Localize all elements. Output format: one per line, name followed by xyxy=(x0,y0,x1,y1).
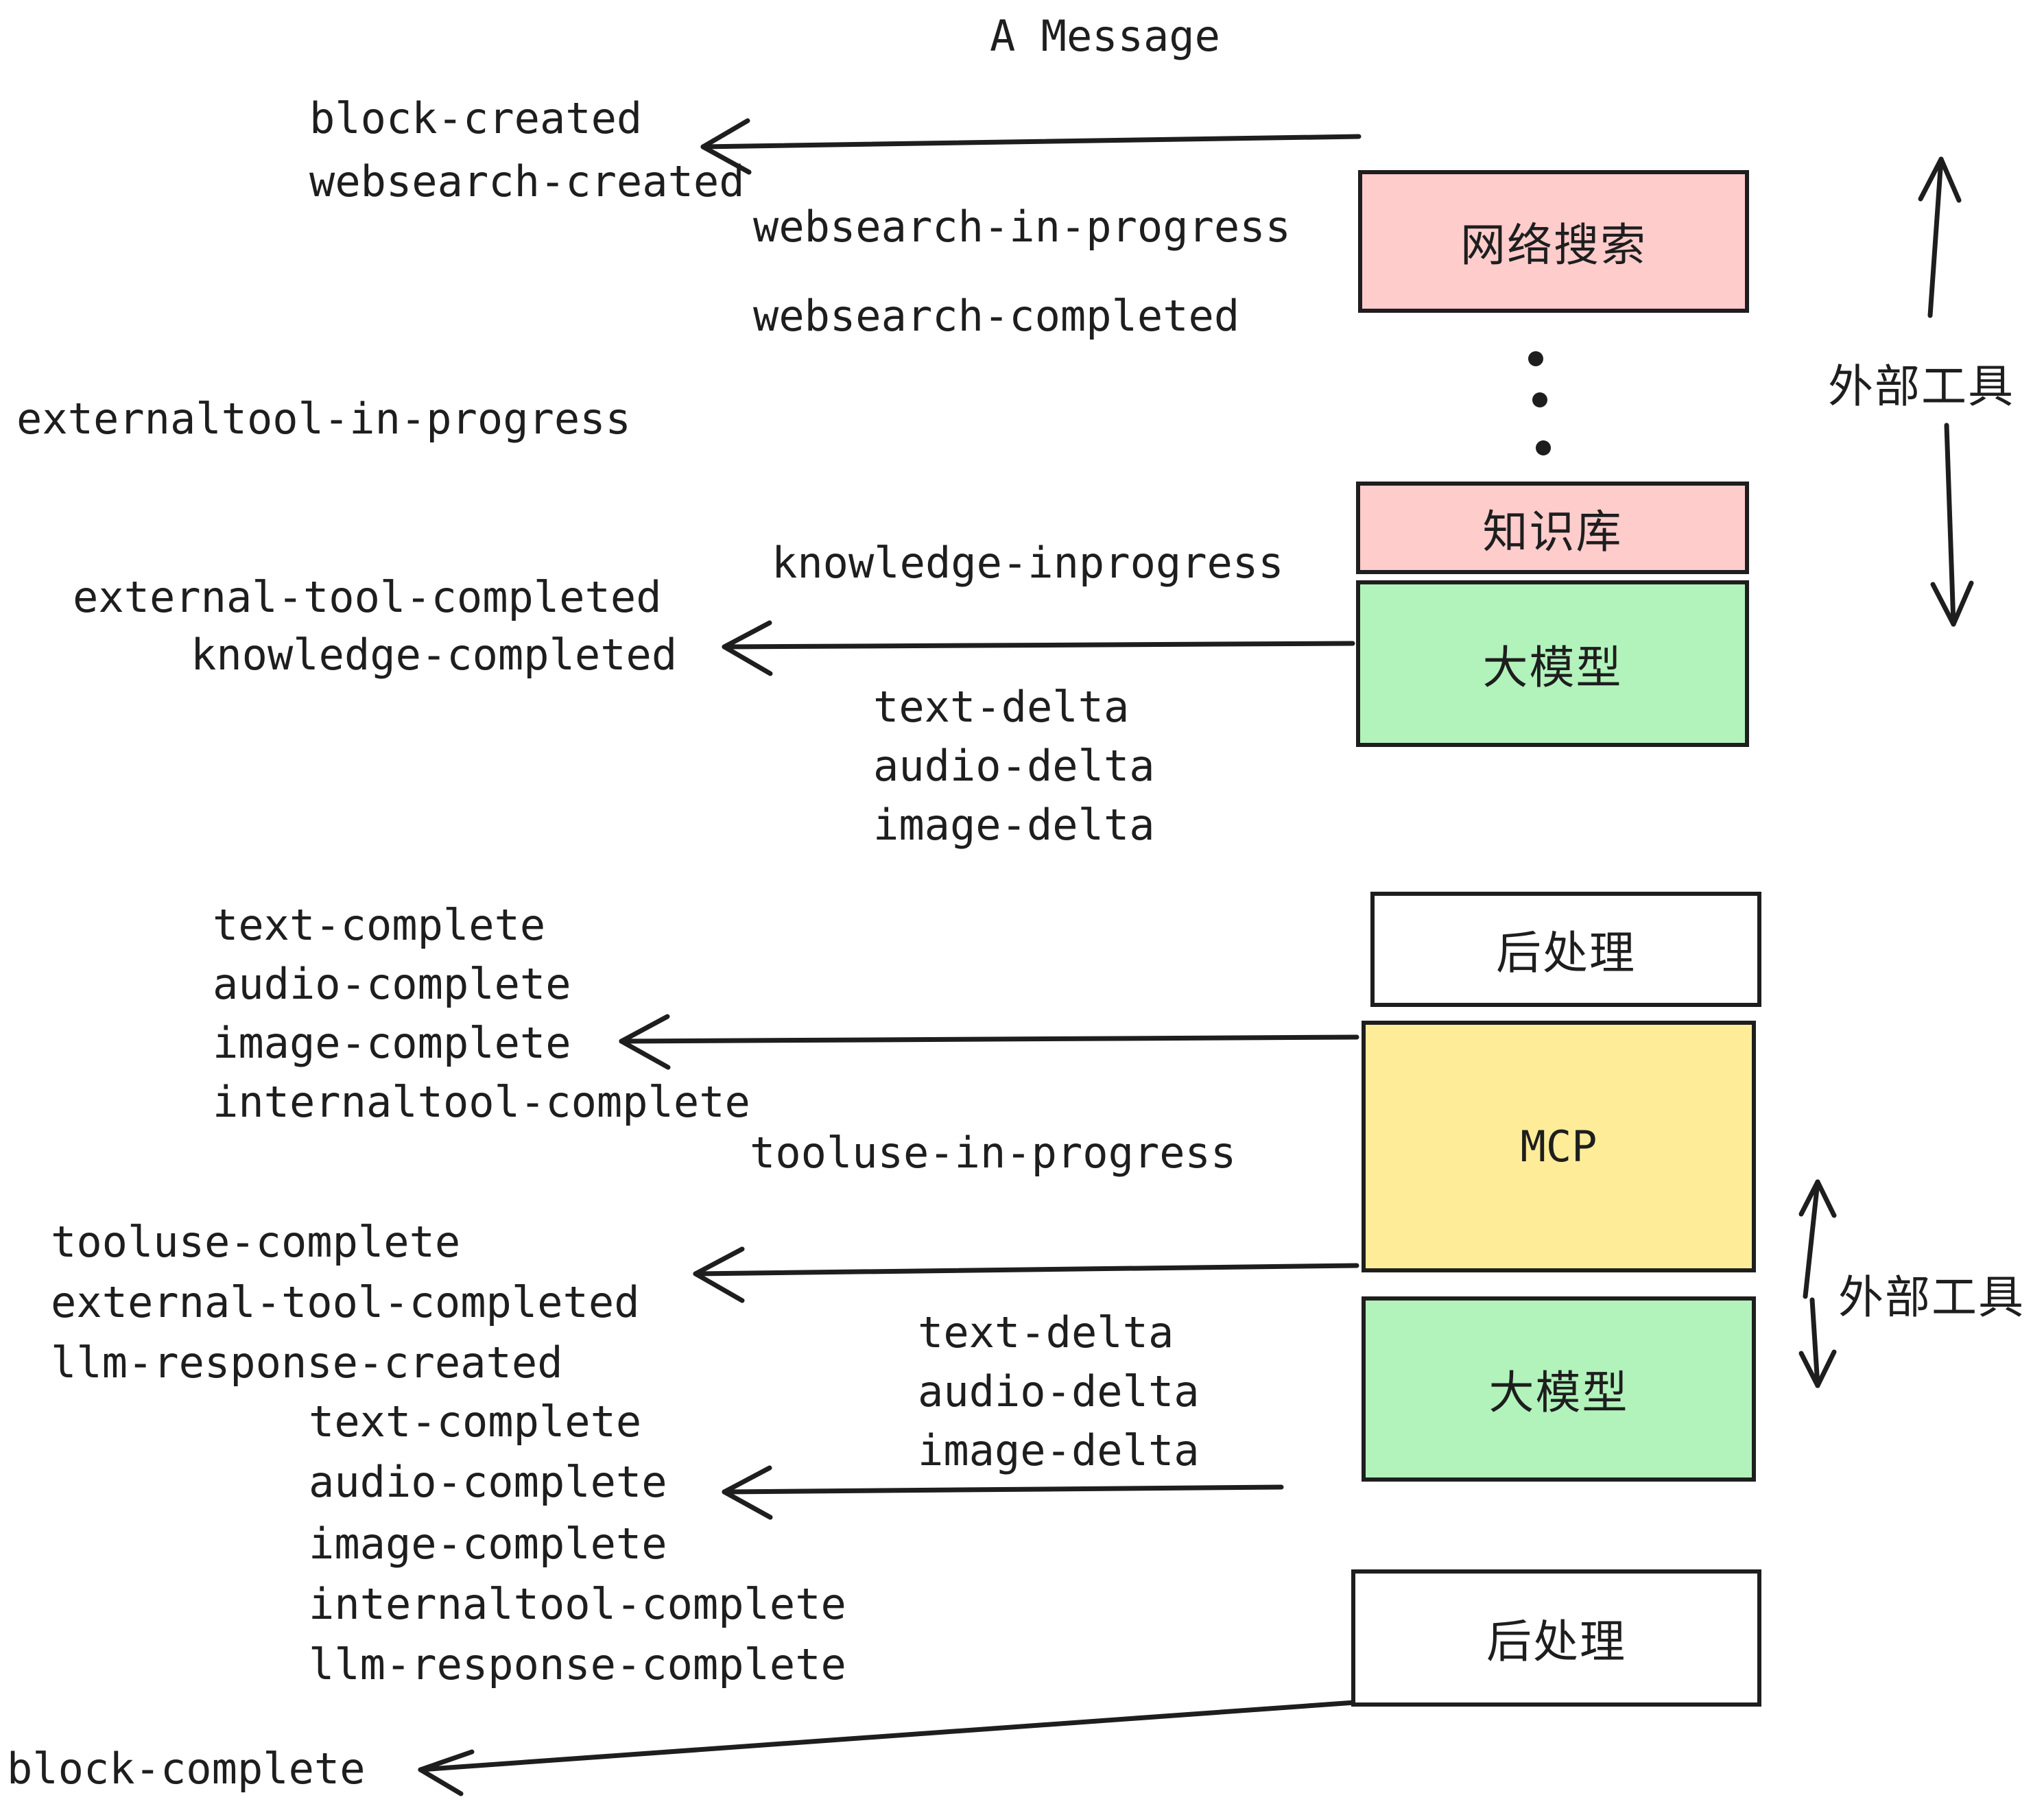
external-tools-top-arrow-down xyxy=(1930,423,1974,627)
event-knowledge-inprogress: knowledge-inprogress xyxy=(772,538,1284,588)
event-image-complete-2: image-complete xyxy=(309,1519,667,1569)
external-tools-top-arrow-up xyxy=(1918,156,1962,318)
event-text-complete-2: text-complete xyxy=(309,1397,642,1447)
external-tools-bottom-arrow-down xyxy=(1798,1297,1837,1388)
event-external-tool-completed-2: external-tool-completed xyxy=(51,1277,640,1327)
event-llm-response-complete: llm-response-complete xyxy=(309,1639,846,1689)
ellipsis-dot xyxy=(1528,351,1543,366)
event-text-complete-1: text-complete xyxy=(213,900,546,950)
event-tooluse-complete: tooluse-complete xyxy=(51,1217,461,1267)
box-llm-1-label: 大模型 xyxy=(1482,641,1623,694)
event-image-delta-1: image-delta xyxy=(873,800,1155,850)
event-tooluse-in-progress: tooluse-in-progress xyxy=(750,1128,1237,1178)
label-external-tools-bottom: 外部工具 xyxy=(1838,1271,2025,1324)
box-websearch[interactable]: 网络搜索 xyxy=(1358,170,1749,313)
event-external-tool-completed-1: external-tool-completed xyxy=(73,572,662,622)
arrow-postprocess2-to-block-complete xyxy=(418,1700,1357,1796)
event-knowledge-completed: knowledge-completed xyxy=(191,630,678,680)
arrow-postprocess1-to-image-complete xyxy=(619,1014,1359,1070)
event-image-delta-2: image-delta xyxy=(918,1425,1200,1475)
event-block-created: block-created xyxy=(309,93,643,143)
event-audio-delta-1: audio-delta xyxy=(873,741,1155,791)
event-image-complete-1: image-complete xyxy=(213,1018,571,1068)
box-llm-2[interactable]: 大模型 xyxy=(1362,1296,1756,1482)
box-websearch-label: 网络搜索 xyxy=(1460,219,1647,272)
event-internaltool-complete-2: internaltool-complete xyxy=(309,1579,846,1629)
event-audio-complete-1: audio-complete xyxy=(213,959,571,1009)
event-externaltool-in-progress: externaltool-in-progress xyxy=(16,394,631,444)
arrow-knowledge-to-completed xyxy=(722,620,1355,676)
arrow-mcp-to-tooluse-complete xyxy=(693,1246,1359,1303)
box-knowledge-label: 知识库 xyxy=(1482,505,1623,558)
label-external-tools-top: 外部工具 xyxy=(1828,360,2015,413)
event-websearch-created: websearch-created xyxy=(309,156,745,206)
page-title: A Message xyxy=(990,11,1220,61)
box-postprocess-2-label: 后处理 xyxy=(1486,1615,1626,1668)
external-tools-bottom-arrow-up xyxy=(1798,1179,1837,1299)
box-postprocess-1-label: 后处理 xyxy=(1496,927,1636,980)
ellipsis-dot xyxy=(1536,440,1551,455)
event-audio-delta-2: audio-delta xyxy=(918,1366,1200,1416)
box-knowledge[interactable]: 知识库 xyxy=(1356,482,1749,574)
event-text-delta-1: text-delta xyxy=(873,682,1130,732)
arrow-websearch-to-created xyxy=(700,118,1362,175)
box-llm-1[interactable]: 大模型 xyxy=(1356,580,1749,747)
box-postprocess-1[interactable]: 后处理 xyxy=(1370,892,1761,1007)
event-internaltool-complete-1: internaltool-complete xyxy=(213,1077,750,1127)
event-audio-complete-2: audio-complete xyxy=(309,1457,667,1507)
box-postprocess-2[interactable]: 后处理 xyxy=(1351,1569,1761,1707)
event-text-delta-2: text-delta xyxy=(918,1307,1174,1357)
box-mcp-label: MCP xyxy=(1520,1121,1597,1172)
event-llm-response-created: llm-response-created xyxy=(51,1338,563,1388)
box-llm-2-label: 大模型 xyxy=(1488,1366,1629,1419)
event-websearch-completed: websearch-completed xyxy=(753,291,1240,341)
box-mcp[interactable]: MCP xyxy=(1362,1021,1756,1272)
event-websearch-in-progress: websearch-in-progress xyxy=(753,202,1291,252)
ellipsis-dot xyxy=(1532,392,1547,407)
event-block-complete: block-complete xyxy=(7,1744,366,1794)
